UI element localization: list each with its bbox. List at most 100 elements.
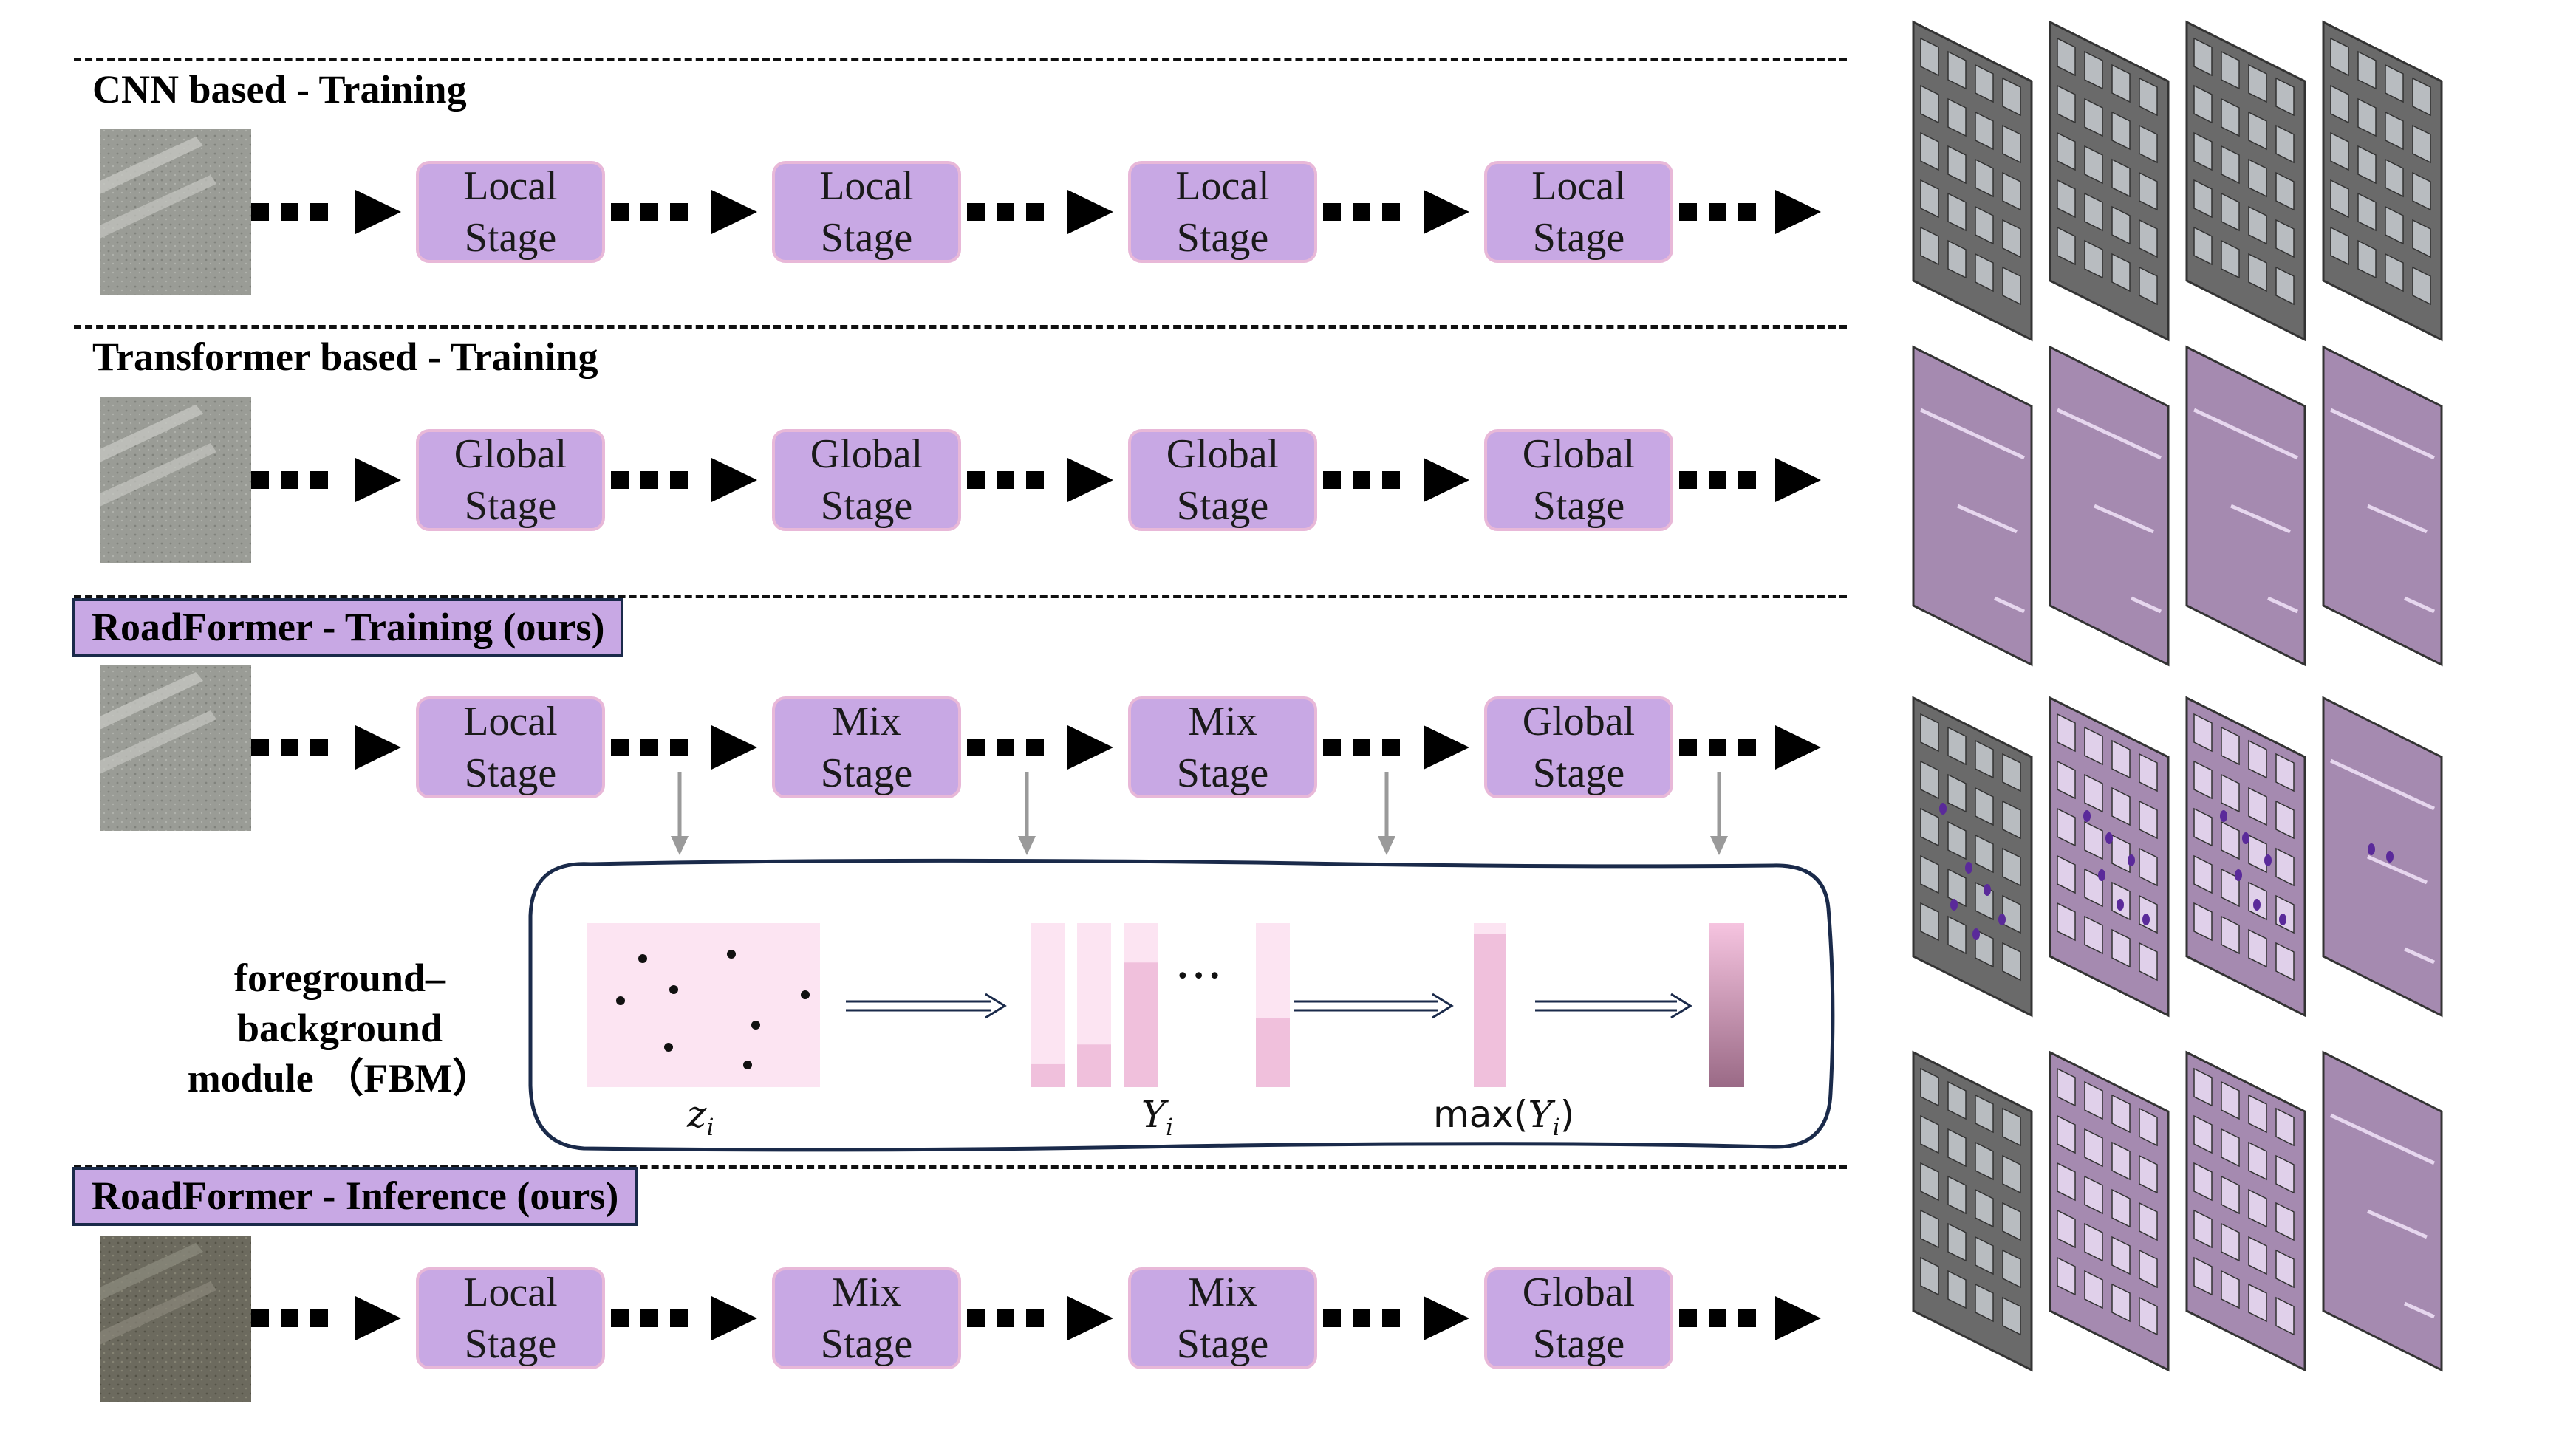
stage-label-line: Local <box>819 163 914 209</box>
feature-map <box>2322 345 2443 667</box>
fbm-double-arrow <box>846 993 1007 1019</box>
stage-label-line: Stage <box>1176 483 1269 529</box>
flow-arrow <box>251 1296 401 1340</box>
stage-label-line: Stage <box>1176 215 1269 261</box>
flow-arrow <box>251 190 401 234</box>
input-road-image <box>100 397 251 564</box>
fbm-y-label: Yi <box>1141 1093 1173 1141</box>
row-title: RoadFormer - Training (ours) <box>72 598 624 657</box>
flow-arrow <box>967 190 1113 234</box>
feature-map <box>2322 1050 2443 1372</box>
flow-arrow <box>1323 190 1469 234</box>
feature-map <box>2049 1050 2170 1372</box>
stage-label-line: Global <box>810 431 923 477</box>
fbm-label-line: background <box>236 1006 443 1050</box>
stage-label-line: Stage <box>464 215 557 261</box>
flow-arrow <box>1679 190 1821 234</box>
flow-arrow <box>611 725 757 770</box>
fbm-frame <box>528 858 1835 1152</box>
stage-label-line: Stage <box>1176 1321 1269 1367</box>
row-title: RoadFormer - Inference (ours) <box>72 1167 638 1226</box>
math-var: Y <box>1141 1093 1166 1136</box>
flow-arrow <box>1679 458 1821 502</box>
stage-label-line: Mix <box>1188 1270 1257 1315</box>
feature-map <box>2185 345 2306 667</box>
fbm-double-arrow <box>1535 993 1692 1019</box>
feature-map <box>2049 345 2170 667</box>
stage-label-line: Stage <box>1532 215 1625 261</box>
feature-map <box>1912 20 2033 342</box>
stage-label-line: Stage <box>464 483 557 529</box>
feature-map <box>2049 20 2170 342</box>
stage-label-line: Stage <box>820 215 913 261</box>
stage-label-line: Stage <box>820 750 913 796</box>
stage-label-line: Stage <box>820 1321 913 1367</box>
flow-arrow <box>251 458 401 502</box>
fbm-connector-arrow <box>671 772 689 855</box>
fbm-max-bar <box>1474 923 1506 1087</box>
fbm-z-label: zi <box>687 1093 714 1141</box>
stage-label-line: Local <box>463 163 558 209</box>
input-road-image <box>100 1236 251 1402</box>
math-subscript: i <box>706 1113 714 1141</box>
flow-arrow <box>967 458 1113 502</box>
fbm-ellipsis: ••• <box>1176 964 1225 990</box>
feature-map <box>1912 345 2033 667</box>
fbm-connector-arrow <box>1378 772 1395 855</box>
fbm-max-label: max(Yi) <box>1433 1093 1574 1141</box>
stage-label-line: Stage <box>1532 483 1625 529</box>
stage-label-line: Stage <box>1532 750 1625 796</box>
stage-label-line: Global <box>1522 699 1636 744</box>
math-subscript: i <box>1552 1113 1560 1141</box>
math-paren: ) <box>1559 1093 1575 1136</box>
stage-label-line: Stage <box>1176 750 1269 796</box>
flow-arrow <box>251 725 401 770</box>
math-subscript: i <box>1166 1113 1174 1141</box>
feature-map <box>2185 696 2306 1018</box>
feature-map <box>2322 696 2443 1018</box>
feature-map <box>1912 696 2033 1018</box>
dashed-separator <box>74 58 1847 61</box>
fbm-label-line: module （FBM） <box>187 1056 493 1100</box>
stage-label-line: Local <box>463 1270 558 1315</box>
fbm-label-line: foreground– <box>233 956 446 1000</box>
stage-label-line: Stage <box>464 1321 557 1367</box>
stage-label-line: Global <box>454 431 567 477</box>
flow-arrow <box>1679 1296 1821 1340</box>
fbm-score-bar <box>1077 923 1111 1087</box>
dashed-separator <box>74 325 1847 329</box>
fbm-input-map <box>587 923 820 1087</box>
flow-arrow <box>1323 725 1469 770</box>
fbm-connector-arrow <box>1018 772 1036 855</box>
flow-arrow <box>611 1296 757 1340</box>
stage-label-line: Mix <box>1188 699 1257 744</box>
stage-label-line: Local <box>1175 163 1270 209</box>
fbm-score-bar <box>1256 923 1290 1087</box>
flow-arrow <box>967 725 1113 770</box>
fbm-score-bar <box>1031 923 1065 1087</box>
fbm-score-bar <box>1124 923 1158 1087</box>
flow-arrow <box>611 458 757 502</box>
feature-map <box>2185 1050 2306 1372</box>
flow-arrow <box>967 1296 1113 1340</box>
row-title: Transformer based - Training <box>92 335 598 379</box>
math-var: Y <box>1528 1093 1553 1136</box>
feature-map <box>2322 20 2443 342</box>
stage-label-line: Global <box>1522 1270 1636 1315</box>
